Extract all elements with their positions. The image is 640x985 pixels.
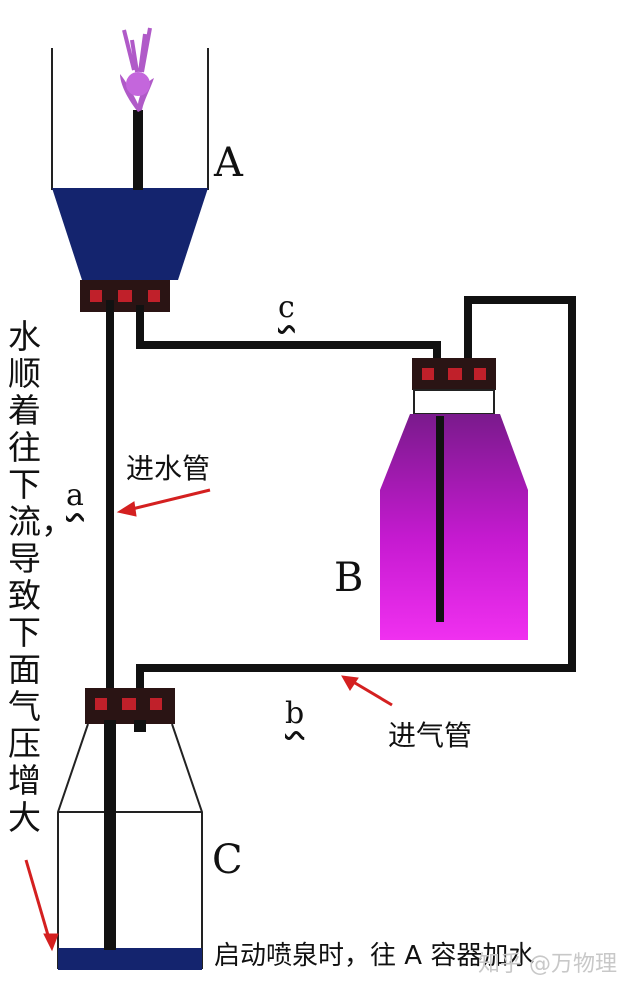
label-b-bottle: B <box>334 555 364 601</box>
bottle-c <box>57 688 203 970</box>
container-a <box>51 48 209 280</box>
bottle-b <box>380 358 528 640</box>
liquid-b <box>380 414 528 640</box>
arrow-air-inlet <box>341 675 393 707</box>
arrow-water-inlet <box>116 488 211 517</box>
water-in-a <box>52 188 208 280</box>
label-water-inlet: 进水管 <box>126 452 211 485</box>
water-in-c <box>58 948 202 970</box>
label-tube-a: a <box>66 478 84 513</box>
bottom-note: 启动喷泉时，往 A 容器加水 <box>214 941 535 971</box>
side-note: 水顺着往下流，导致下面气压增大 <box>8 317 74 837</box>
fountain-jet <box>120 27 154 190</box>
tube-c <box>136 305 441 365</box>
tube-b <box>136 296 576 725</box>
label-tube-c: c <box>278 290 295 325</box>
arrows <box>24 488 393 952</box>
flower-spray <box>120 74 154 112</box>
arrow-side-note <box>24 859 59 952</box>
label-tube-b: b <box>285 696 305 731</box>
label-air-inlet: 进气管 <box>388 719 473 752</box>
label-a-container: A <box>214 140 243 186</box>
label-c-bottle: C <box>212 837 243 883</box>
stopper-a <box>80 280 170 312</box>
watermark: 知乎 @万物理 <box>478 952 617 977</box>
